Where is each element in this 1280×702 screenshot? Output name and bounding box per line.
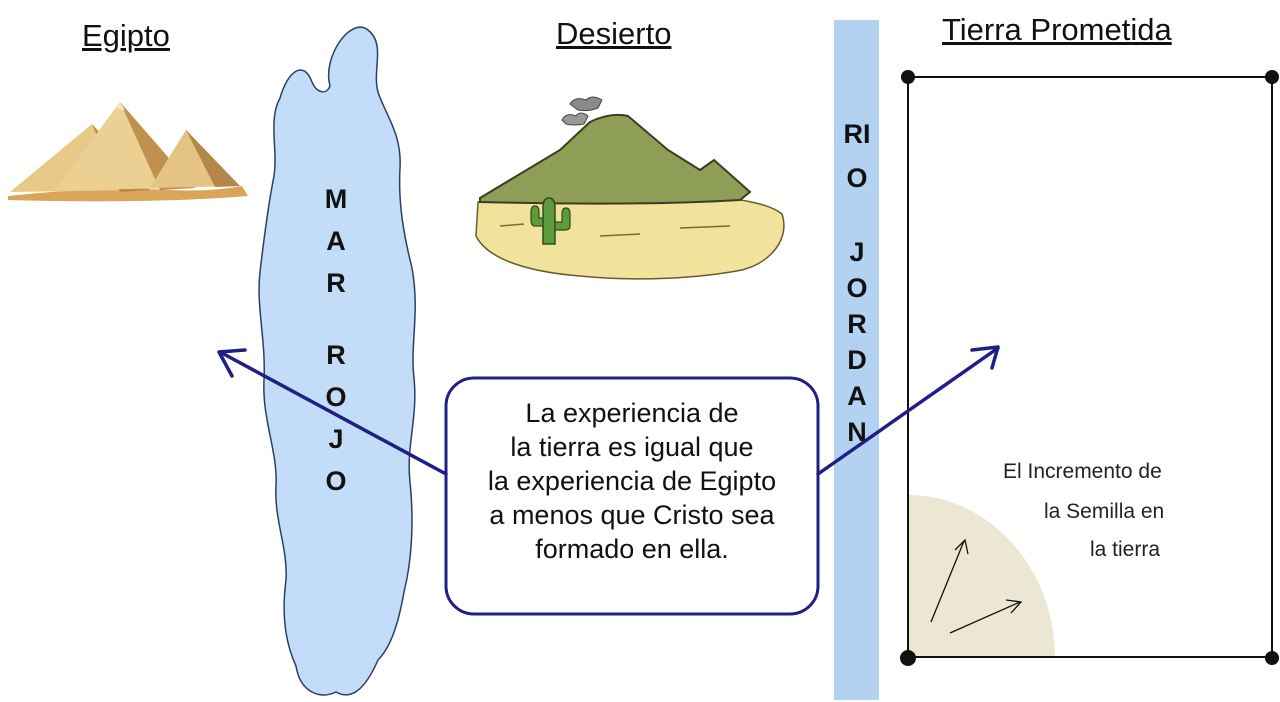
callout-line: formado en ella.: [535, 534, 729, 564]
red-sea-label-line1: MAR: [324, 184, 348, 298]
seed-note-line3: la tierra: [1090, 538, 1161, 561]
arrow-to-promised-land: [816, 345, 1000, 476]
jordan-river: [834, 20, 879, 700]
heading-desert: Desierto: [556, 16, 672, 51]
seed-note-line1: El Incremento de: [1003, 460, 1162, 483]
callout-line: la experiencia de Egipto: [487, 466, 777, 496]
heading-promised-land: Tierra Prometida: [942, 12, 1172, 47]
callout-line: la tierra es igual que: [510, 432, 754, 462]
jordan-label-line2: JORDAN: [846, 237, 868, 447]
callout-line: La experiencia de: [525, 398, 739, 428]
callout-text: La experiencia de la tierra es igual que…: [446, 396, 818, 566]
callout-box: [444, 376, 820, 616]
red-sea-label: MAR ROJO: [318, 178, 354, 502]
seed-growth-area: [908, 495, 1055, 658]
corner-dot: [1265, 651, 1279, 665]
heading-egypt: Egipto: [82, 18, 170, 53]
red-sea-label-line2: ROJO: [325, 340, 347, 496]
jordan-label: RIO JORDAN: [839, 112, 875, 450]
pyramids-illustration: [8, 102, 248, 202]
red-sea-shape: [258, 26, 416, 696]
jordan-label-line1: RIO: [843, 119, 871, 193]
desert-illustration: [475, 96, 785, 280]
corner-dot: [901, 70, 915, 84]
callout-line: a menos que Cristo sea: [489, 500, 775, 530]
seed-note-line2: la Semilla en: [1044, 500, 1165, 523]
corner-dot: [900, 650, 916, 666]
growth-arrows: [930, 538, 1023, 634]
arrow-to-egypt: [217, 348, 448, 476]
corner-dot: [1265, 70, 1279, 84]
